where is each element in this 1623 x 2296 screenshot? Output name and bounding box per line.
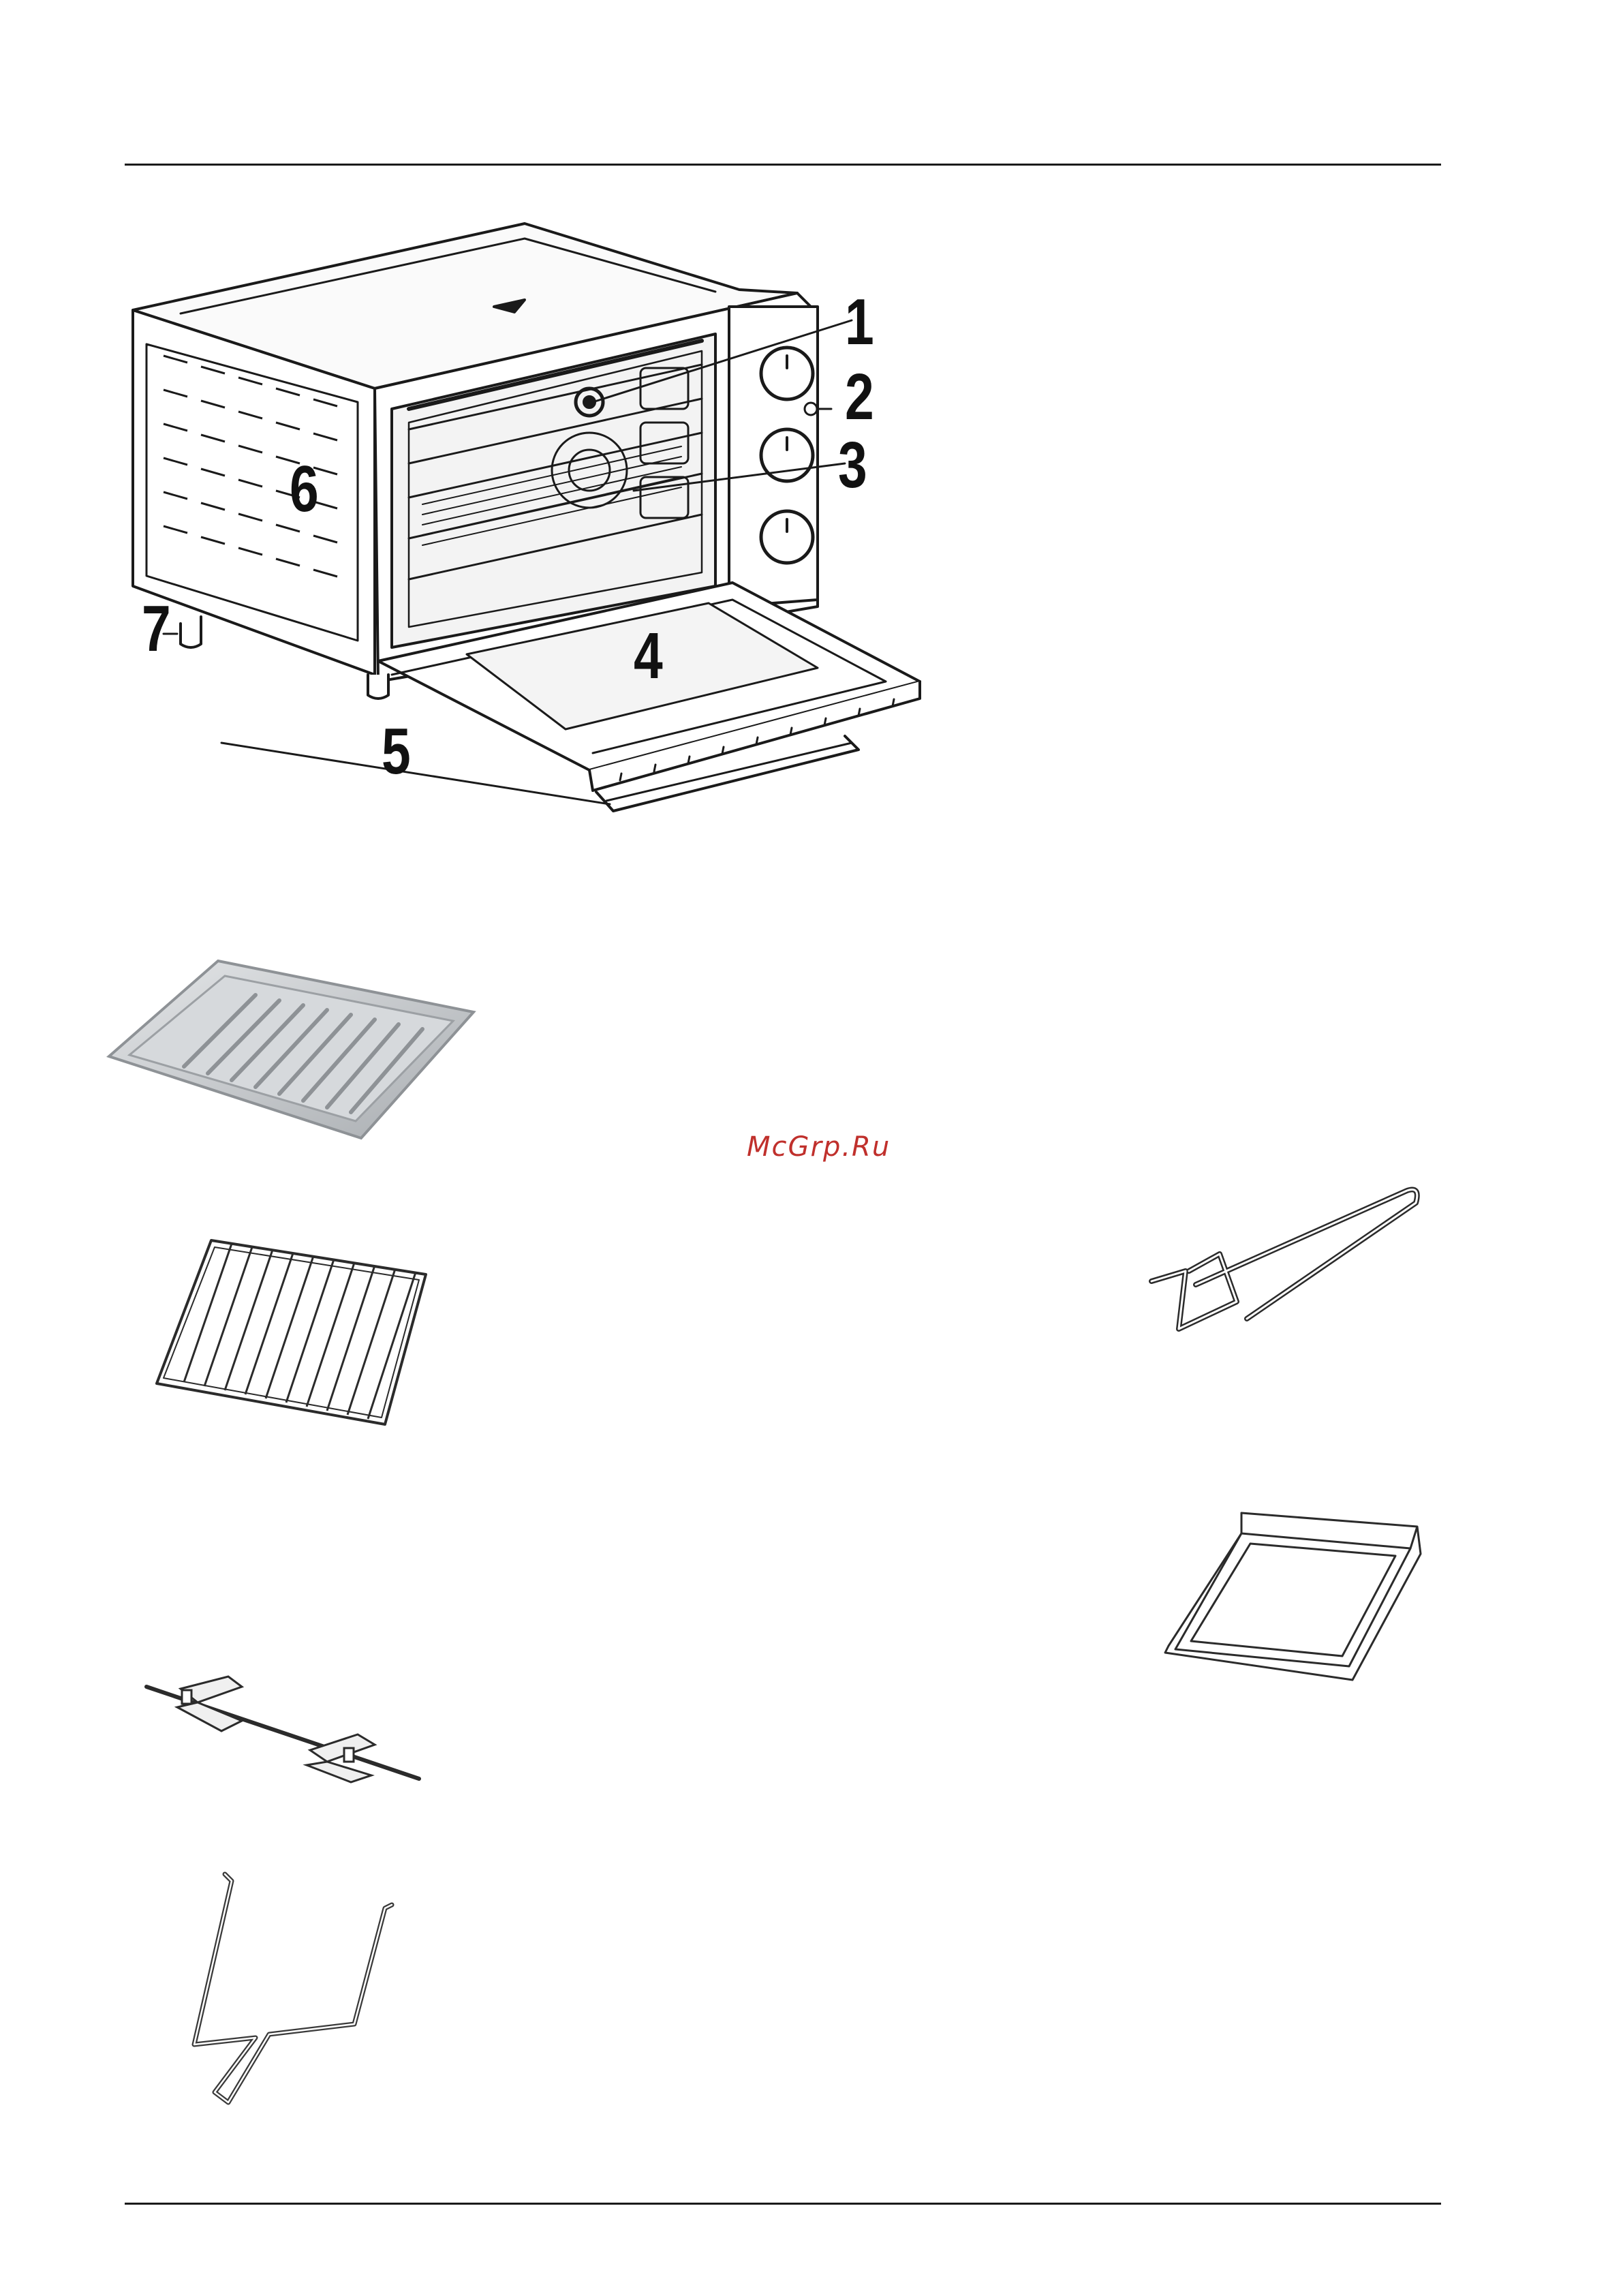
callout-3: 3	[838, 433, 867, 498]
callout-5: 5	[382, 719, 411, 784]
rotisserie-spit-icon	[140, 1663, 426, 1786]
wire-rack-icon	[150, 1227, 436, 1431]
callout-6: 6	[290, 457, 319, 522]
tray-handle-icon	[1138, 1182, 1424, 1360]
oven-diagram: 1 2 3 4 5 6 7	[116, 204, 933, 838]
baking-tray-icon	[102, 954, 484, 1145]
oven-drawing	[116, 204, 933, 838]
callout-2: 2	[845, 365, 874, 430]
rotisserie-handle-icon	[191, 1867, 409, 2113]
crumb-tray-icon	[1158, 1506, 1431, 1683]
bottom-rule	[125, 2203, 1441, 2205]
callout-7: 7	[142, 596, 171, 662]
watermark-text: McGrp.Ru	[747, 1131, 891, 1163]
callout-4: 4	[634, 624, 663, 689]
top-rule	[125, 164, 1441, 166]
callout-1: 1	[845, 290, 874, 355]
